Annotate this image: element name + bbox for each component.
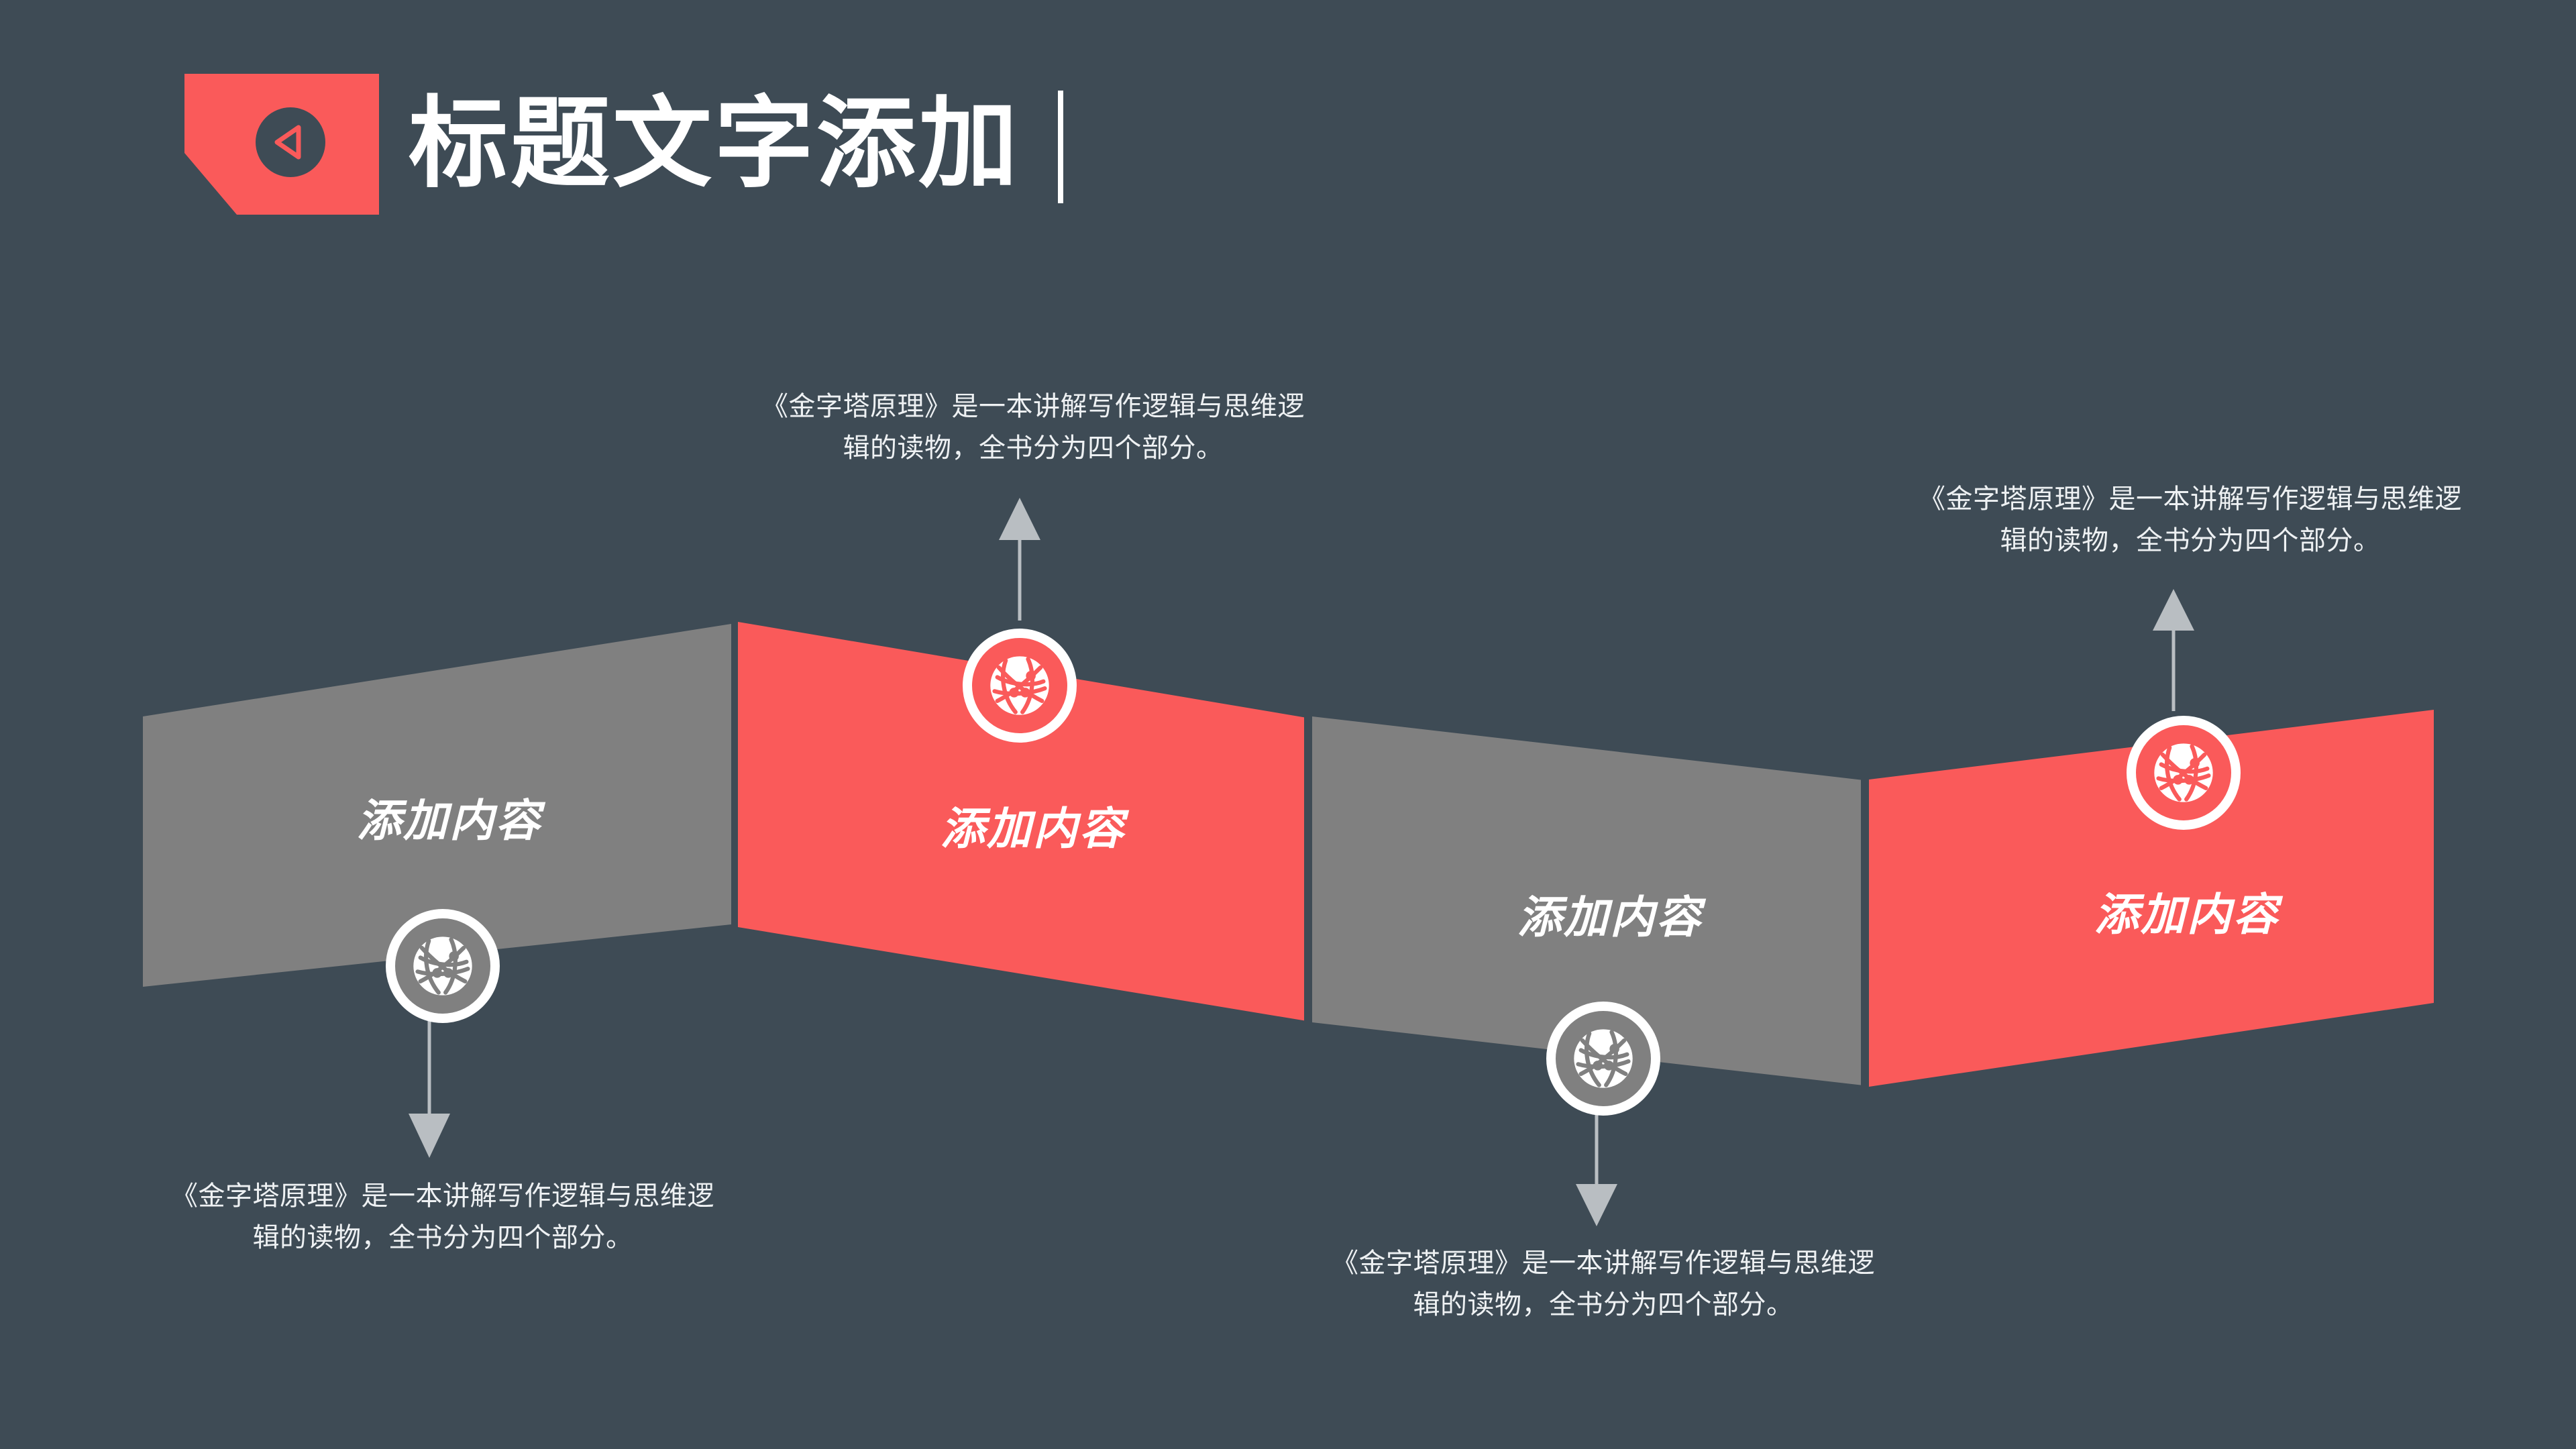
connector-arrow-2 <box>999 498 1040 621</box>
banner-label-2: 添加内容 <box>941 804 1126 853</box>
play-triangle-left-icon <box>256 107 325 177</box>
banner-caption-2: 《金字塔原理》是一本讲解写作逻辑与思维逻辑的读物，全书分为四个部分。 <box>761 392 1305 463</box>
globe-network-icon <box>408 931 478 1001</box>
banner-label-4: 添加内容 <box>2094 890 2279 939</box>
banner-icon-badge-4[interactable] <box>2127 716 2241 830</box>
banner-caption-1: 《金字塔原理》是一本讲解写作逻辑与思维逻辑的读物，全书分为四个部分。 <box>171 1181 714 1252</box>
connector-arrow-4 <box>2153 589 2194 711</box>
title-badge <box>184 74 379 215</box>
page-title: 标题文字添加 <box>409 89 1020 199</box>
banner-caption-4: 《金字塔原理》是一本讲解写作逻辑与思维逻辑的读物，全书分为四个部分。 <box>1919 484 2462 555</box>
title-divider <box>1058 91 1063 203</box>
connector-arrow-1 <box>409 1013 450 1158</box>
banner-caption-3: 《金字塔原理》是一本讲解写作逻辑与思维逻辑的读物，全书分为四个部分。 <box>1332 1248 1875 1320</box>
globe-network-icon <box>1568 1024 1638 1093</box>
banner-icon-badge-3[interactable] <box>1546 1002 1660 1116</box>
globe-network-icon <box>2149 738 2218 808</box>
banner-label-1: 添加内容 <box>357 796 542 845</box>
banner-icon-badge-2[interactable] <box>963 629 1077 743</box>
banner-icon-badge-1[interactable] <box>386 909 500 1023</box>
globe-network-icon <box>985 651 1055 720</box>
connector-arrow-3 <box>1576 1100 1617 1226</box>
banner-label-3: 添加内容 <box>1517 892 1703 942</box>
slide-header: 标题文字添加 <box>184 74 1063 215</box>
